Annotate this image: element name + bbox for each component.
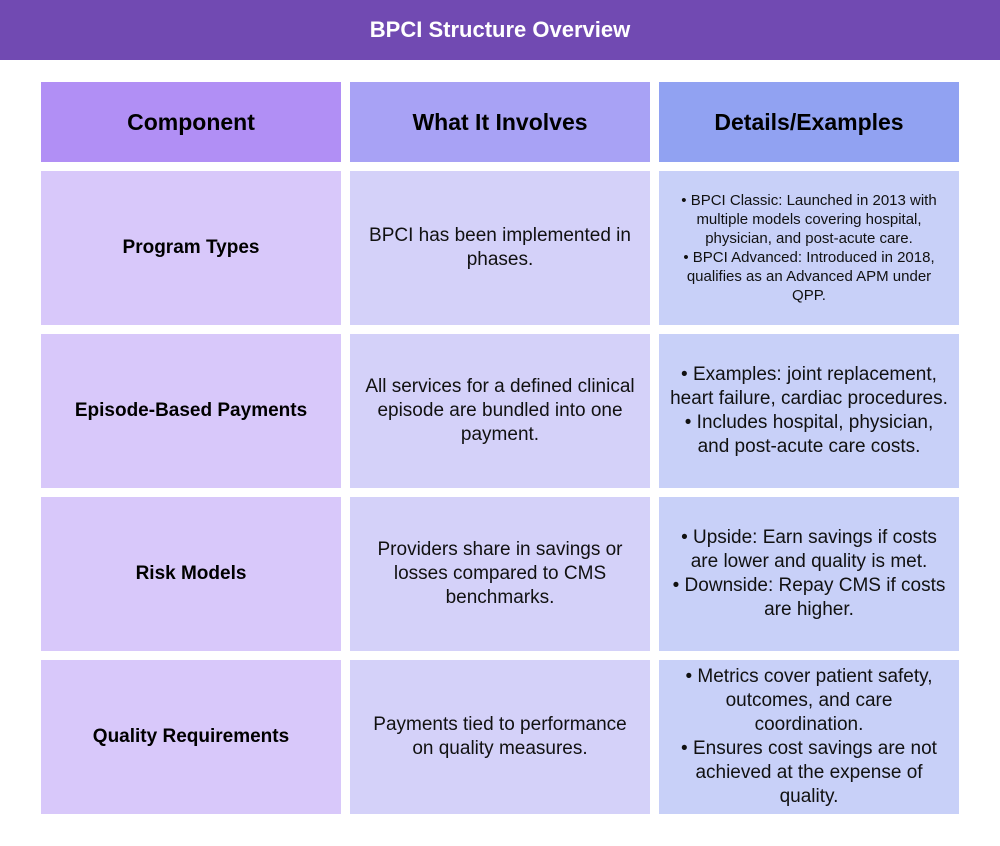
row-risk-models-details: • Upside: Earn savings if costs are lowe… xyxy=(659,497,959,651)
column-header-details-examples: Details/Examples xyxy=(659,82,959,162)
row-episode-based-payments-component: Episode-Based Payments xyxy=(41,334,341,488)
row-risk-models-component: Risk Models xyxy=(41,497,341,651)
row-program-types-involves: BPCI has been implemented in phases. xyxy=(350,171,650,325)
details-text: • Upside: Earn savings if costs are lowe… xyxy=(672,527,946,620)
row-program-types-component: Program Types xyxy=(41,171,341,325)
details-text: • Metrics cover patient safety, outcomes… xyxy=(681,666,937,807)
row-quality-requirements-details: • Metrics cover patient safety, outcomes… xyxy=(659,660,959,814)
page-title: BPCI Structure Overview xyxy=(0,0,1000,60)
column-header-what-it-involves: What It Involves xyxy=(350,82,650,162)
row-episode-based-payments-details: • Examples: joint replacement, heart fai… xyxy=(659,334,959,488)
column-header-component: Component xyxy=(41,82,341,162)
row-program-types-details: • BPCI Classic: Launched in 2013 with mu… xyxy=(659,171,959,325)
details-text: • BPCI Classic: Launched in 2013 with mu… xyxy=(681,192,937,304)
row-quality-requirements-component: Quality Requirements xyxy=(41,660,341,814)
row-risk-models-involves: Providers share in savings or losses com… xyxy=(350,497,650,651)
row-quality-requirements-involves: Payments tied to performance on quality … xyxy=(350,660,650,814)
bpci-structure-table: Component What It Involves Details/Examp… xyxy=(41,82,959,814)
details-text: • Examples: joint replacement, heart fai… xyxy=(670,364,948,457)
row-episode-based-payments-involves: All services for a defined clinical epis… xyxy=(350,334,650,488)
